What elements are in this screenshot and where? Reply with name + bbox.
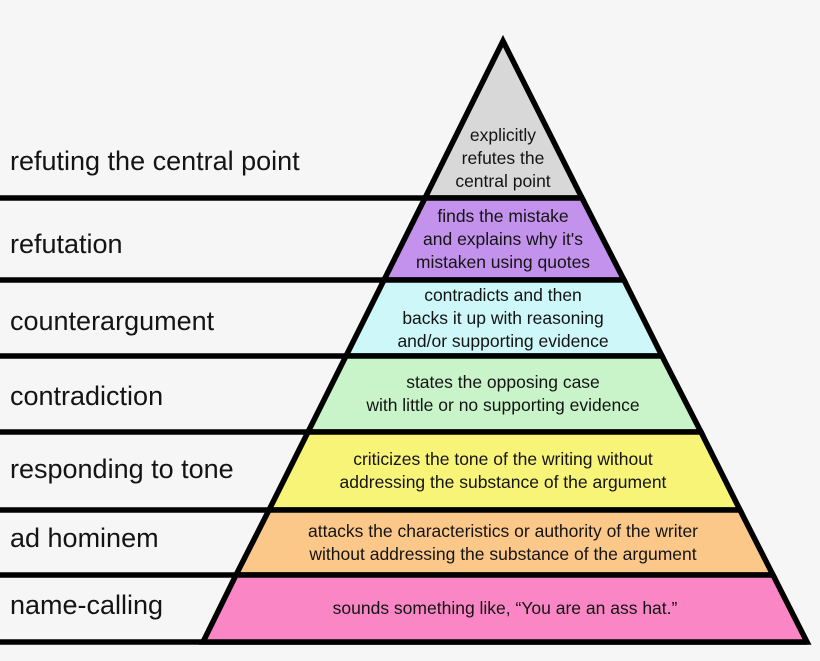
level-description-name-calling: sounds something like, “You are an ass h… [332, 598, 678, 618]
pyramid-level-name-calling [198, 572, 812, 645]
level-label-ad-hominem: ad hominem [10, 523, 159, 553]
level-label-refuting-central-point: refuting the central point [10, 146, 300, 176]
level-description-counterargument: contradicts and then backs it up with re… [397, 285, 609, 351]
level-label-counterargument: counterargument [10, 306, 215, 336]
level-description-refuting-central-point: explicitly refutes the central point [455, 125, 551, 191]
level-description-contradiction: states the opposing case with little or … [366, 372, 640, 415]
level-label-name-calling: name-calling [10, 590, 164, 620]
level-label-responding-to-tone: responding to tone [10, 454, 234, 484]
level-label-refutation: refutation [10, 229, 123, 259]
level-description-refutation: finds the mistake and explains why it's … [415, 206, 591, 272]
level-description-ad-hominem: attacks the characteristics or authority… [307, 521, 699, 564]
level-label-contradiction: contradiction [10, 381, 164, 411]
level-description-responding-to-tone: criticizes the tone of the writing witho… [339, 449, 667, 492]
